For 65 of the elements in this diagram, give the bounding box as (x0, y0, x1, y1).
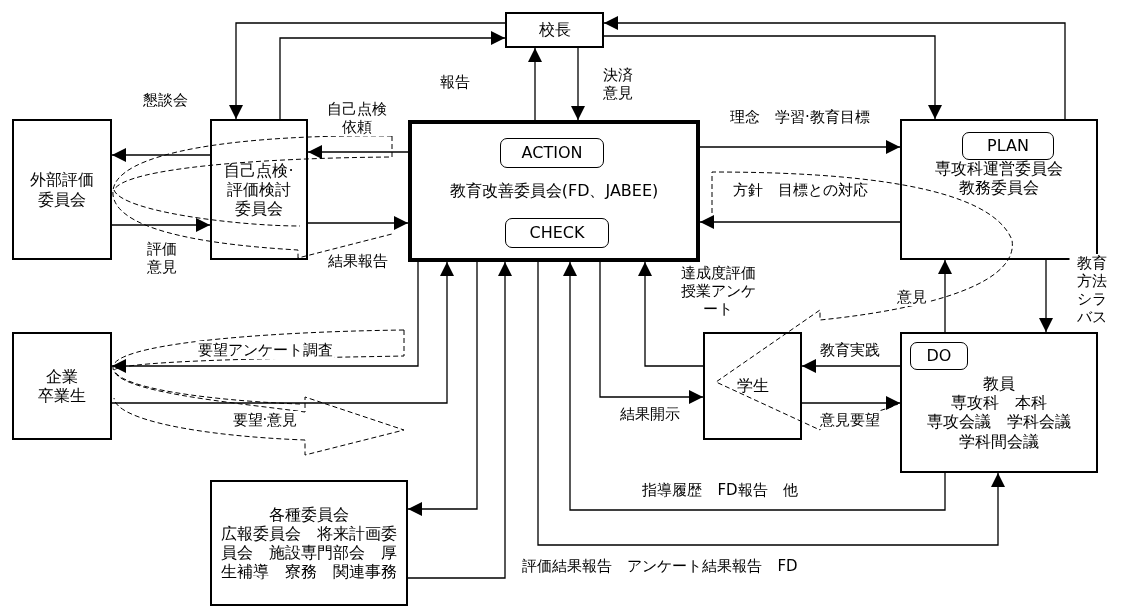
edge-label: 評価結果報告 アンケート結果報告 FD (520, 557, 800, 575)
stakeholder-box (12, 332, 112, 440)
arrow (229, 22, 506, 120)
edge-label: 結果開示 (618, 405, 682, 423)
arrow (638, 261, 704, 367)
arrow (407, 261, 512, 579)
arrow (537, 261, 1005, 546)
committee-box (12, 119, 112, 260)
arrow (307, 145, 409, 159)
edge-label: 要望·意見 (230, 411, 300, 429)
arrow (563, 261, 946, 511)
arrow (699, 140, 901, 154)
box-label: 卒業生 (38, 386, 86, 406)
phase-tag: CHECK (505, 218, 609, 248)
arrow (801, 396, 901, 410)
box-label: 専攻科 本科 (951, 393, 1047, 413)
box-label: 教務委員会 (959, 178, 1039, 198)
edge-label: 報告 (438, 73, 472, 91)
arrow (111, 261, 419, 373)
arrow (603, 16, 1066, 120)
arrow (801, 359, 901, 373)
committee-box (408, 120, 700, 262)
box-label: 外部評価委員会 (29, 170, 95, 209)
arrow (938, 259, 952, 333)
phase-tag: ACTION (500, 138, 604, 168)
phase-tag: DO (910, 342, 968, 370)
box-label: 校長 (538, 20, 571, 40)
arrow (279, 31, 506, 120)
teacher-box (900, 332, 1098, 473)
box-label: 専攻会議 学科会議 (927, 412, 1071, 432)
arrow (111, 261, 454, 404)
edge-label: 指導履歴 FD報告 他 (640, 481, 800, 499)
edge-label: 意見要望 (818, 411, 882, 429)
edge-label: 意見 (895, 288, 929, 306)
committee-box (210, 480, 408, 606)
edge-label: 自己点検依頼 (321, 100, 393, 136)
box-label: 各種委員会 (269, 504, 349, 524)
box-label: 広報委員会 将来計画委員会 施設専門部会 厚生補導 寮務 関連事務 (220, 523, 398, 582)
box-label: 教員 (983, 374, 1015, 394)
arrow (111, 148, 211, 162)
arrow (307, 216, 409, 230)
box-label: 教育改善委員会(FD、JABEE) (449, 181, 659, 201)
arrow (528, 47, 542, 121)
edge-label: 教育実践 (818, 341, 882, 359)
arrow (111, 218, 211, 232)
box-label: 学科間会議 (959, 431, 1039, 451)
edge-label: 結果報告 (326, 252, 390, 270)
committee-box (210, 119, 308, 260)
arrow (407, 261, 478, 516)
arrow (699, 215, 901, 229)
edge-label: 理念 学習·教育目標 (728, 108, 872, 126)
arrow (1039, 259, 1053, 333)
arrow (603, 35, 942, 120)
phase-tag: PLAN (962, 132, 1054, 160)
box-label: 企業 (46, 366, 78, 386)
box-label: 自己点検·評価検討委員会 (223, 160, 295, 219)
student-box (703, 332, 802, 440)
edge-label: 懇談会 (140, 91, 190, 109)
box-label: 学生 (736, 376, 769, 396)
edge-label: 方針 目標との対応 (730, 181, 870, 199)
edge-label: 要望アンケート調査 (195, 341, 335, 359)
box-label: 専攻科運営委員会 (935, 159, 1063, 179)
arrow (599, 261, 704, 404)
arrow (571, 47, 585, 121)
principal-box (505, 12, 604, 48)
